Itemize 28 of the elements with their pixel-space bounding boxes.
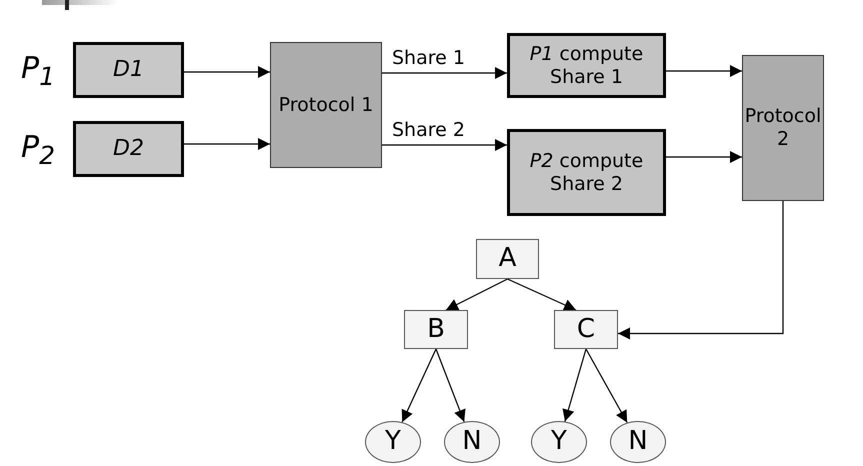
leaf-ellipse: N bbox=[610, 421, 666, 463]
leaf-ellipse: Y bbox=[365, 421, 421, 463]
arrow bbox=[184, 66, 270, 78]
arrow bbox=[184, 138, 270, 150]
arrow bbox=[402, 348, 437, 422]
arrow bbox=[585, 348, 628, 423]
leaf-ellipse: Y bbox=[531, 421, 587, 463]
party-label: P$_{1}$ bbox=[21, 54, 55, 89]
arrow bbox=[382, 67, 507, 79]
arrow bbox=[507, 278, 576, 311]
process-box: P2 compute Share 2 bbox=[507, 129, 666, 216]
tree-node-box: C bbox=[554, 310, 618, 349]
protocol-box: Protocol 1 bbox=[270, 42, 382, 168]
arrow bbox=[562, 348, 587, 422]
party-label: P$_{2}$ bbox=[21, 133, 55, 168]
tree-node-box: B bbox=[404, 310, 468, 349]
data-box: D2 bbox=[73, 121, 184, 177]
leaf-ellipse: N bbox=[444, 421, 500, 463]
data-box: D1 bbox=[73, 42, 184, 98]
arrow bbox=[666, 151, 742, 163]
arrow bbox=[446, 278, 508, 311]
arrow bbox=[382, 139, 507, 151]
arrow bbox=[435, 348, 466, 422]
protocol-box: Protocol 2 bbox=[742, 55, 824, 201]
process-box: P1 compute Share 1 bbox=[507, 33, 666, 98]
tree-node-box: A bbox=[476, 239, 539, 279]
arrow bbox=[618, 201, 784, 340]
arrow bbox=[666, 65, 742, 77]
